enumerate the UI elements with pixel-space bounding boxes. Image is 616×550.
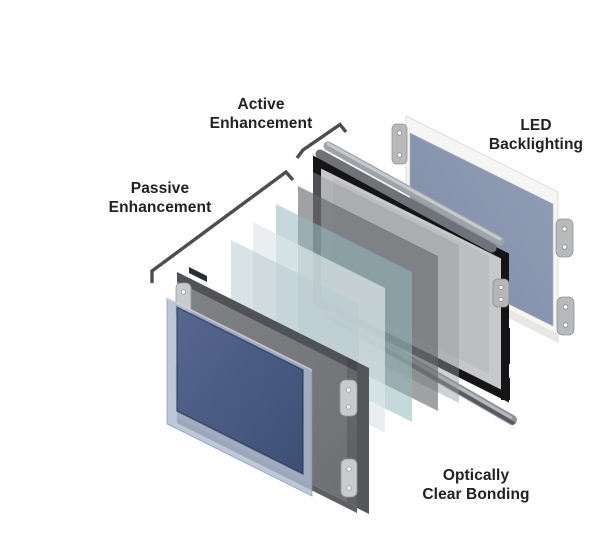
mounting-tab [340,458,358,498]
bezel-right-flange [357,362,369,514]
cover-glass-layer [166,297,313,497]
bezel-top-edge [177,272,357,372]
mounting-tab [555,218,574,258]
active-enhancement-bracket [295,122,348,160]
passive-enhancement-bracket [150,169,295,283]
lcd-top-rail [315,141,505,253]
label-active-enhancement: Active Enhancement [209,96,313,132]
glass-top-highlight [166,297,313,371]
label-led-backlighting: LED Backlighting [488,117,584,153]
lcd-edge-notch [501,378,510,400]
label-passive-enhancement: Passive Enhancement [108,180,212,216]
mounting-tab [391,123,408,165]
mounting-tab [492,278,510,308]
glass-inner-area [176,305,304,476]
bezel-step-notch [189,267,207,282]
mounting-tab [339,379,358,417]
mounting-tab [556,296,575,336]
lcd-edge-notch [501,328,510,364]
label-optically-clear-bonding: Optically Clear Bonding [422,467,530,503]
